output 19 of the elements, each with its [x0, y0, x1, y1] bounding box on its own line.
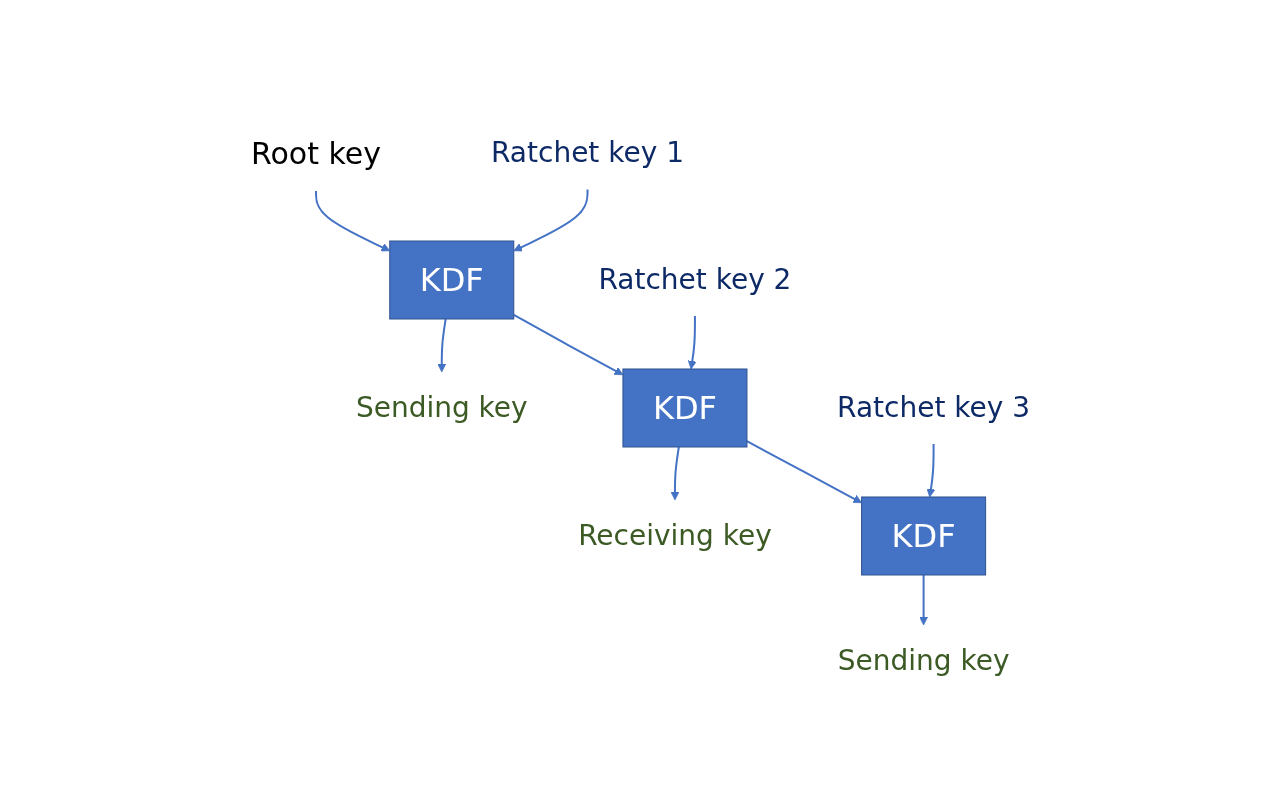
- arrow: [745, 439, 862, 503]
- node-text: Sending key: [355, 390, 528, 424]
- node-text: Ratchet key 2: [598, 262, 792, 296]
- arrow: [512, 313, 624, 375]
- node-text: Sending key: [837, 643, 1010, 677]
- arrow: [315, 189, 391, 251]
- arrow: [926, 442, 936, 497]
- node-box: KDF: [622, 368, 748, 447]
- arrow: [919, 573, 928, 625]
- arrow: [687, 314, 697, 369]
- node-text: Root key: [250, 135, 381, 171]
- node-box: KDF: [389, 240, 515, 319]
- arrow: [437, 317, 447, 372]
- node-box: KDF: [861, 496, 987, 575]
- arrow: [670, 445, 680, 500]
- node-text: Ratchet key 3: [837, 390, 1031, 424]
- arrow: [513, 188, 589, 251]
- node-text: Receiving key: [578, 518, 772, 552]
- node-text: Ratchet key 1: [490, 136, 684, 169]
